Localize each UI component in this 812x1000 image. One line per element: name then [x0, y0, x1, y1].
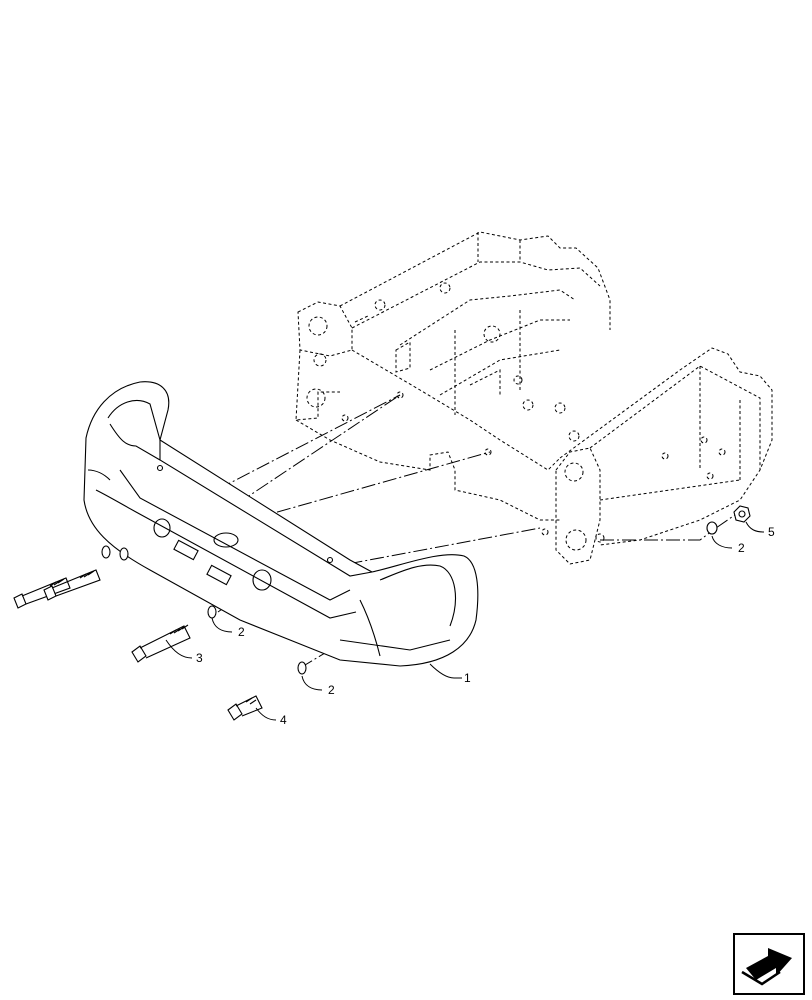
chassis-frame-phantom: [295, 231, 773, 565]
washer-upper-2: [119, 547, 129, 561]
bolt-upper-2: [43, 569, 101, 601]
washer-upper-1: [101, 545, 111, 559]
callout-1: 1: [464, 671, 471, 685]
callout-4: 4: [280, 713, 287, 727]
counterweight-part: [83, 381, 479, 667]
bolt-item-3: [131, 624, 191, 663]
callout-5: 5: [768, 525, 775, 539]
bolt-item-4: [227, 695, 263, 721]
callout-2-mid: 2: [238, 625, 245, 639]
next-page-arrow-icon[interactable]: [733, 933, 805, 995]
callout-2-right: 2: [738, 541, 745, 555]
washer-item-2-mid: [207, 605, 217, 619]
callout-leaders: [165, 521, 765, 721]
washer-item-2-lower: [297, 661, 307, 675]
callout-labels: 1 2 2 2 3 4 5: [196, 525, 775, 727]
bolt-set-upper-left: [13, 545, 129, 609]
nut-item-5: [733, 505, 751, 523]
washer-item-2-right: [706, 521, 718, 535]
bolt-upper-1: [13, 577, 71, 609]
callout-3: 3: [196, 651, 203, 665]
callout-2-lower: 2: [328, 683, 335, 697]
